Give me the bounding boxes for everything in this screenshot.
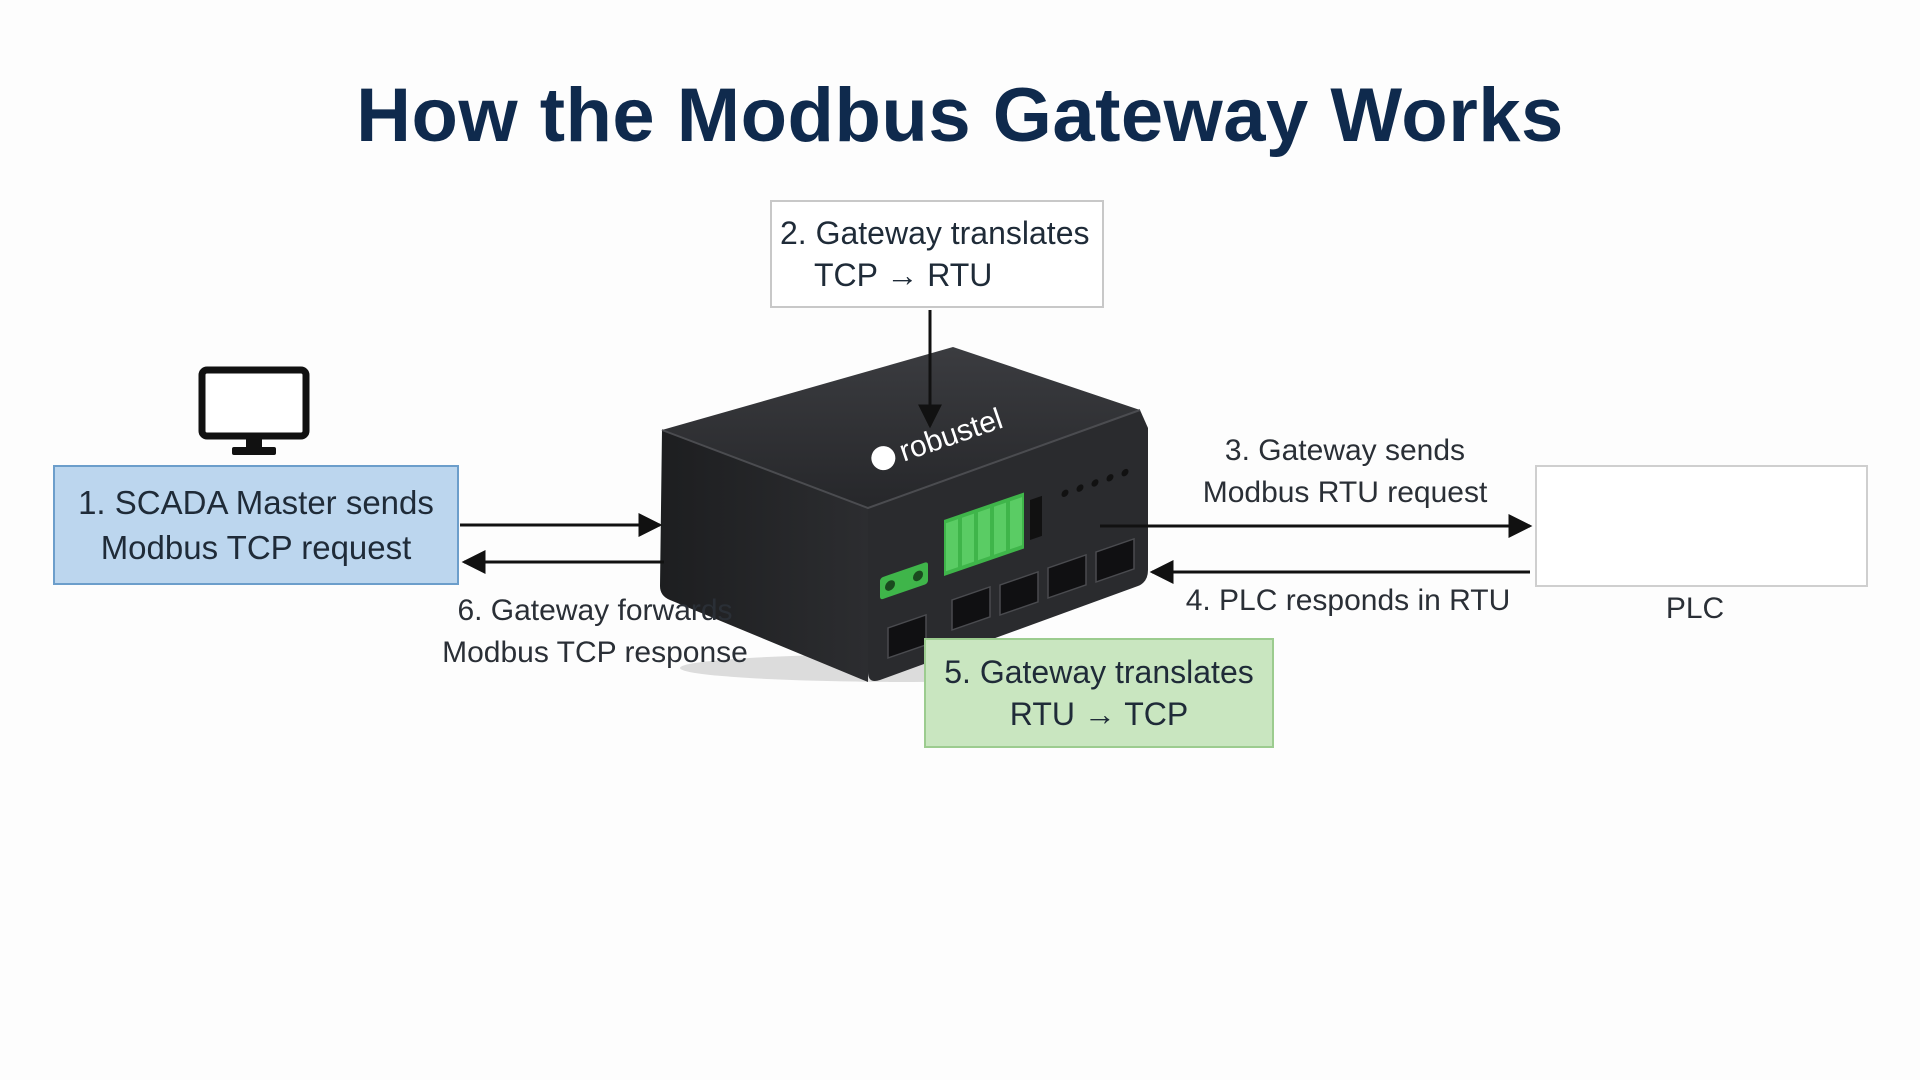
gateway-device-icon: robustel (660, 347, 1148, 682)
step-2-line-1: 2. Gateway translates (780, 215, 1090, 251)
step-2-line-2: TCP → RTU (814, 257, 993, 293)
step-6-line-2: Modbus TCP response (442, 636, 748, 669)
step-1-line-2: Modbus TCP request (100, 529, 412, 566)
flow-arrows (460, 310, 1533, 584)
step-3-label: 3. Gateway sends Modbus RTU request (1180, 430, 1510, 514)
step-4-label: 4. PLC responds in RTU (1168, 580, 1528, 622)
computer-monitor-icon (198, 366, 310, 455)
plc-box (1535, 465, 1868, 587)
step-5-line-1: 5. Gateway translates (944, 654, 1254, 690)
step-5-translate-box: 5. Gateway translates RTU → TCP (924, 638, 1274, 748)
step-6-line-1: 6. Gateway forwards (457, 594, 733, 627)
step-5-line-2: RTU → TCP (1009, 696, 1189, 732)
step-4-line-1: 4. PLC responds in RTU (1185, 584, 1511, 617)
step-3-line-1: 3. Gateway sends (1224, 434, 1466, 467)
step-3-line-2: Modbus RTU request (1202, 476, 1488, 509)
step-6-label: 6. Gateway forwards Modbus TCP response (425, 590, 765, 674)
plc-label: PLC (1665, 592, 1725, 625)
step-1-line-1: 1. SCADA Master sends (78, 484, 434, 521)
step-1-scada-box: 1. SCADA Master sends Modbus TCP request (53, 465, 459, 585)
step-2-translate-box: 2. Gateway translates TCP → RTU (770, 200, 1104, 308)
page-title: How the Modbus Gateway Works (356, 73, 1564, 158)
